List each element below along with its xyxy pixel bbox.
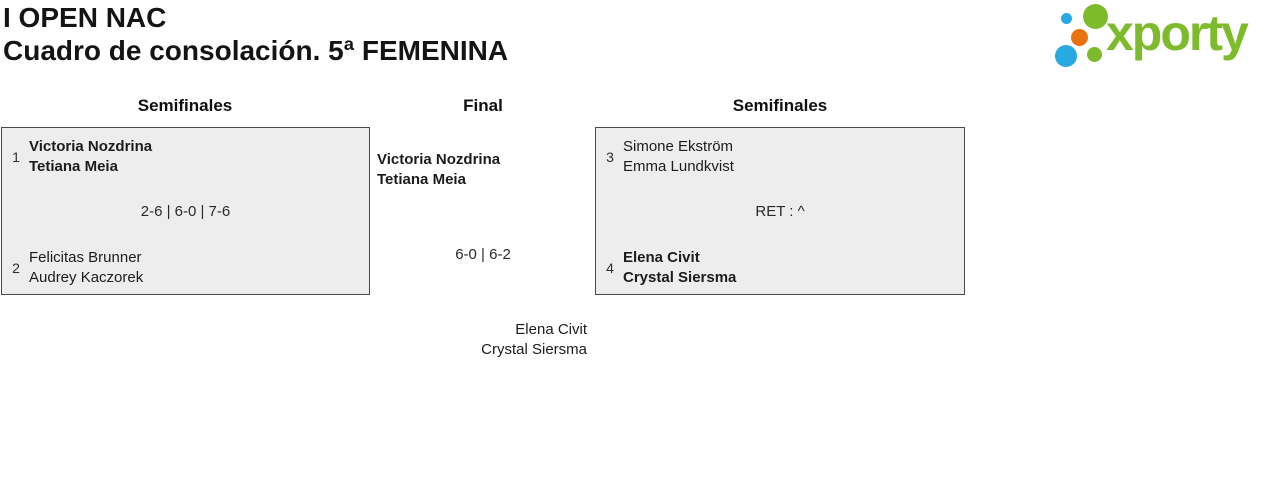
round-header-semifinals-left: Semifinales	[137, 96, 233, 115]
team-players: Elena Civit Crystal Siersma	[623, 248, 736, 287]
xporty-logo[interactable]: xporty	[1048, 0, 1280, 78]
player-name: Tetiana Meia	[29, 157, 118, 175]
bracket-subtitle: Cuadro de consolación. 5ª FEMENINA	[3, 35, 509, 66]
team-row-seed3: 3 Simone Ekström Emma Lundkvist	[605, 137, 956, 176]
player-name: Simone Ekström	[623, 138, 734, 155]
logo-dot-green-small-icon	[1087, 47, 1102, 62]
team-row-seed4: 4 Elena Civit Crystal Siersma	[605, 248, 956, 287]
match-box-semifinal-left: 1 Victoria Nozdrina Tetiana Meia 2-6 | 6…	[1, 127, 370, 295]
player-name: Crystal Siersma	[623, 268, 737, 286]
logo-dot-blue-big-icon	[1055, 45, 1077, 67]
final-match-score: 6-0 | 6-2	[455, 246, 511, 263]
team-seed: 2	[12, 259, 20, 276]
player-name: Elena Civit	[515, 321, 587, 338]
tournament-title: I OPEN NAC	[3, 2, 167, 33]
player-name: Audrey Kaczorek	[29, 268, 144, 286]
logo-dot-green-big-icon	[1083, 4, 1108, 29]
round-header-semifinals-right: Semifinales	[732, 96, 828, 115]
player-name: Victoria Nozdrina	[29, 138, 153, 155]
team-seed: 3	[606, 148, 614, 165]
match-score: RET : ^	[755, 203, 805, 220]
player-name: Victoria Nozdrina	[377, 151, 501, 168]
round-header-final: Final	[463, 96, 503, 115]
final-runnerup-team: Elena Civit Crystal Siersma	[370, 320, 587, 359]
logo-dot-blue-small-icon	[1061, 13, 1072, 24]
team-players: Victoria Nozdrina Tetiana Meia	[29, 137, 152, 176]
player-name: Elena Civit	[623, 249, 700, 266]
player-name: Emma Lundkvist	[623, 157, 734, 175]
team-players: Simone Ekström Emma Lundkvist	[623, 137, 734, 176]
match-box-semifinal-right: 3 Simone Ekström Emma Lundkvist RET : ^ …	[595, 127, 965, 295]
match-score: 2-6 | 6-0 | 7-6	[140, 203, 231, 220]
page-header: I OPEN NAC Cuadro de consolación. 5ª FEM…	[3, 1, 508, 67]
final-winner-team: Victoria Nozdrina Tetiana Meia	[377, 150, 500, 189]
player-name: Tetiana Meia	[377, 170, 466, 188]
team-row-seed2: 2 Felicitas Brunner Audrey Kaczorek	[11, 248, 361, 287]
xporty-logo-text: xporty	[1106, 5, 1249, 61]
team-seed: 1	[12, 148, 20, 165]
team-seed: 4	[606, 259, 614, 276]
team-row-seed1: 1 Victoria Nozdrina Tetiana Meia	[11, 137, 361, 176]
logo-dot-orange-icon	[1071, 29, 1088, 46]
team-players: Felicitas Brunner Audrey Kaczorek	[29, 248, 143, 287]
player-name: Felicitas Brunner	[29, 249, 142, 266]
player-name: Crystal Siersma	[481, 340, 587, 358]
